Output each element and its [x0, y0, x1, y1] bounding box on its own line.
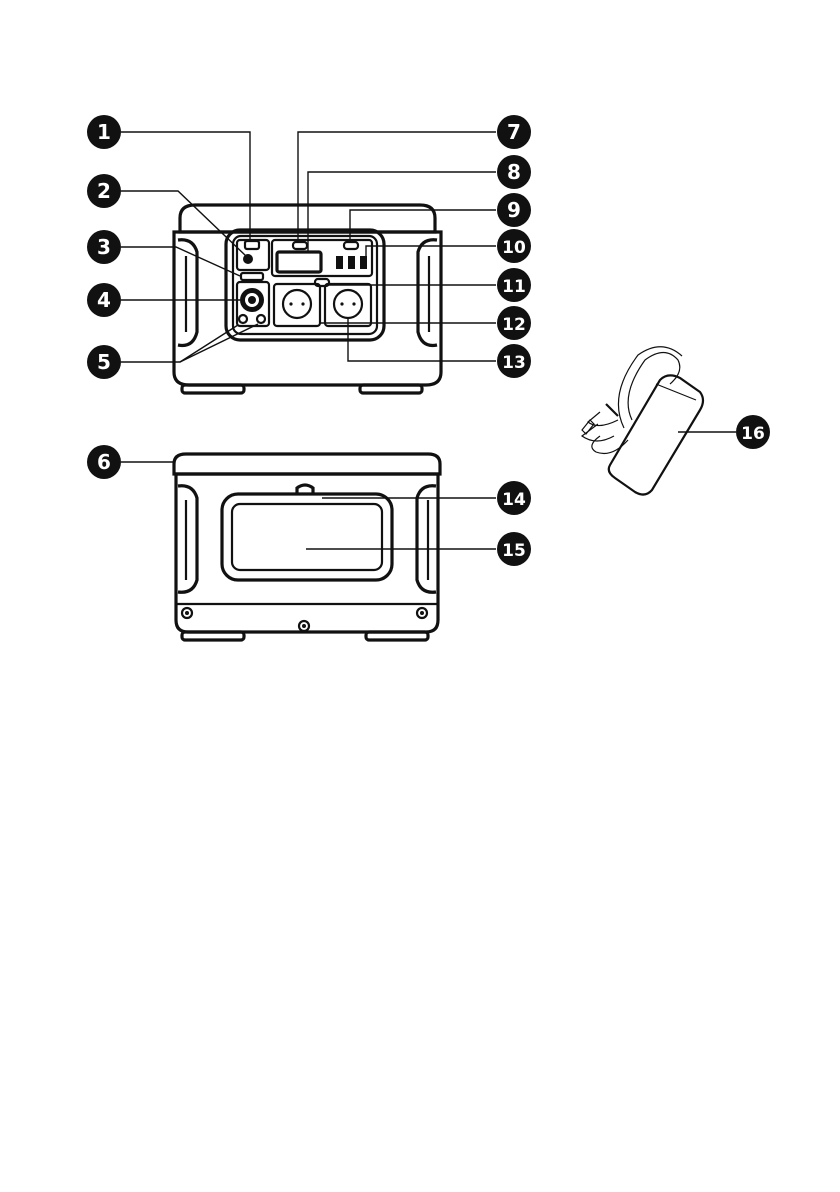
- callout-15: 15: [497, 532, 531, 566]
- adapter-brick: [609, 375, 703, 494]
- lcd-display-8: [277, 252, 321, 272]
- svg-text:3: 3: [97, 235, 111, 259]
- callout-10: 10: [497, 229, 531, 263]
- svg-text:1: 1: [97, 120, 111, 144]
- svg-text:2: 2: [97, 179, 111, 203]
- rear-panel-15: [232, 504, 382, 570]
- svg-text:13: 13: [502, 353, 526, 373]
- dc-out-5b: [257, 315, 265, 323]
- callout-3: 3: [87, 230, 121, 264]
- usb-c-9: [344, 242, 358, 249]
- back-foot-right: [366, 632, 428, 640]
- svg-text:4: 4: [97, 288, 111, 312]
- callout-1: 1: [87, 115, 121, 149]
- power-button-1: [245, 241, 259, 249]
- ac-outlet-13: [334, 290, 362, 318]
- callout-9: 9: [497, 193, 531, 227]
- svg-text:15: 15: [502, 541, 526, 561]
- usb-a-10c: [360, 256, 367, 269]
- callout-4: 4: [87, 283, 121, 317]
- rear-cover-14: [222, 494, 392, 580]
- svg-text:10: 10: [502, 238, 526, 258]
- svg-text:8: 8: [507, 160, 521, 184]
- callout-2: 2: [87, 174, 121, 208]
- svg-text:16: 16: [741, 424, 765, 444]
- usb-c-7: [293, 242, 307, 249]
- svg-text:12: 12: [502, 315, 526, 335]
- svg-text:11: 11: [502, 277, 526, 297]
- svg-text:6: 6: [97, 450, 111, 474]
- callout-13: 13: [497, 344, 531, 378]
- svg-text:7: 7: [507, 120, 521, 144]
- svg-text:5: 5: [97, 350, 111, 374]
- dc-out-5a: [239, 315, 247, 323]
- callout-8: 8: [497, 155, 531, 189]
- back-foot-left: [182, 632, 244, 640]
- back-top-lid: [174, 454, 440, 474]
- usb-a-10a: [336, 256, 343, 269]
- callout-12: 12: [497, 306, 531, 340]
- callout-5: 5: [87, 345, 121, 379]
- callout-14: 14: [497, 481, 531, 515]
- front-foot-left: [182, 385, 244, 393]
- front-body: [174, 232, 441, 385]
- dc-switch-3: [241, 273, 263, 280]
- callout-6: 6: [87, 445, 121, 479]
- callout-7: 7: [497, 115, 531, 149]
- front-grip-right: [418, 240, 437, 346]
- back-view: [174, 454, 440, 640]
- usb-a-10b: [348, 256, 355, 269]
- svg-text:14: 14: [502, 490, 526, 510]
- callout-11: 11: [497, 268, 531, 302]
- callout-16: 16: [736, 415, 770, 449]
- ac-adapter: [582, 347, 703, 495]
- svg-text:9: 9: [507, 198, 521, 222]
- front-foot-right: [360, 385, 422, 393]
- ac-outlet-12: [283, 290, 311, 318]
